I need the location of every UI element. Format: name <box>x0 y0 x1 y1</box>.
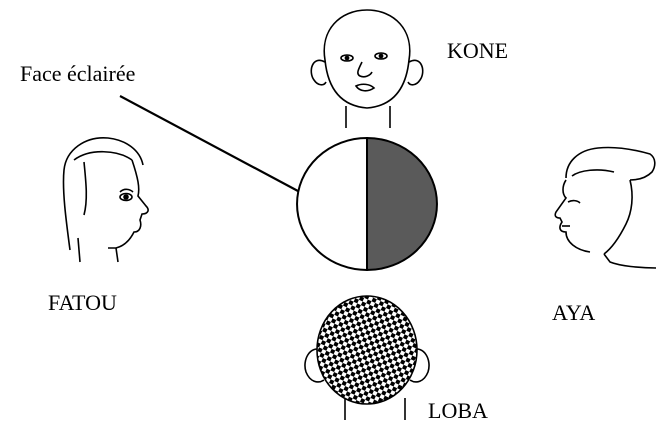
ball-shaded-half <box>366 136 438 272</box>
aya-head <box>554 146 657 269</box>
loba-head <box>304 295 430 420</box>
ball-lit-half <box>296 136 368 272</box>
kone-label: KONE <box>447 38 509 63</box>
loba-label: LOBA <box>428 398 488 423</box>
annotation-label: Face éclairée <box>20 61 136 86</box>
fatou-label: FATOU <box>48 290 117 315</box>
annotation-arrow <box>119 95 328 208</box>
kone-head <box>310 9 424 128</box>
fatou-head <box>62 137 149 263</box>
aya-label: AYA <box>552 300 596 325</box>
ball <box>296 136 438 272</box>
